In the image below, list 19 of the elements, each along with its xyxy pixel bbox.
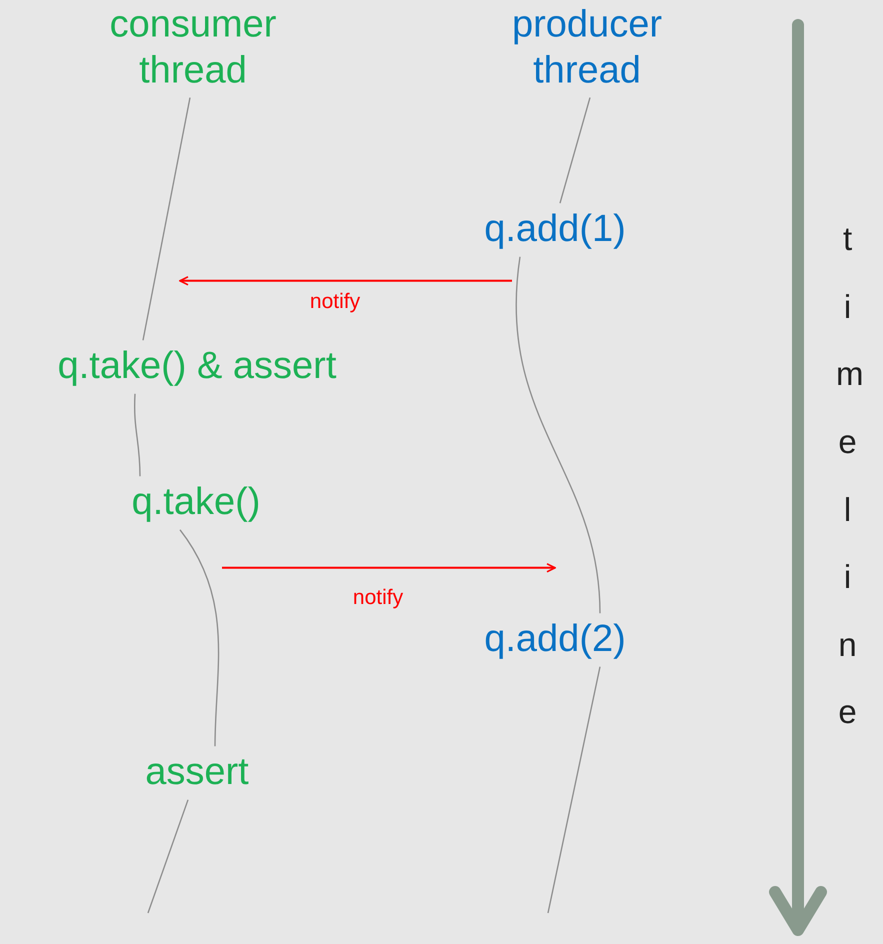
thread-step-label: q.add(1) (484, 207, 626, 253)
thread-line (179, 529, 220, 746)
thread-step-label: q.take() (132, 480, 260, 526)
edge-label: notify (310, 290, 360, 314)
thread-line (147, 800, 189, 914)
edge-label: notify (352, 586, 404, 610)
thread-step-label: producer thread (472, 2, 702, 94)
thread-line (547, 666, 601, 914)
thread-step-label: q.take() & assert (58, 344, 336, 390)
thread-line (134, 394, 141, 476)
thread-line (516, 256, 601, 614)
thread-step-label: consumer thread (78, 2, 308, 94)
notify-arrow (222, 563, 556, 573)
thread-line (142, 97, 191, 340)
notify-arrow (179, 276, 512, 286)
thread-line (559, 97, 591, 204)
thread-step-label: assert (145, 750, 249, 796)
thread-step-label: q.add(2) (484, 617, 626, 663)
timeline-label: timeline (836, 219, 878, 732)
